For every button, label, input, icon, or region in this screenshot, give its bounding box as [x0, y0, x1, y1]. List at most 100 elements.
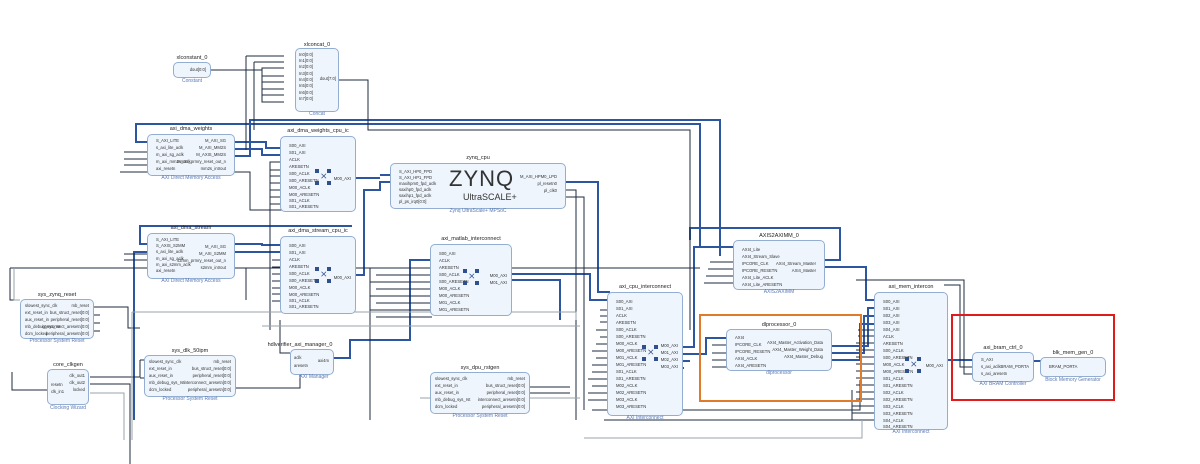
pin-s00-axi[interactable]: S00_AXI — [289, 243, 306, 248]
pin-aclk[interactable]: aclk — [294, 355, 302, 360]
pin-s00-aclk[interactable]: S00_ACLK — [289, 271, 310, 276]
pin-aclk[interactable]: ACLK — [289, 257, 300, 262]
pin-mb-debug-sys-rst[interactable]: mb_debug_sys_rst — [149, 380, 185, 385]
pin-axi4-lite[interactable]: AXI4_Lite — [742, 247, 761, 252]
pin-in1[interactable]: In1[0:0] — [299, 58, 313, 63]
pin-s01-axi[interactable]: S01_AXI — [289, 150, 306, 155]
pin-m01-aresetn[interactable]: M01_ARESETN — [439, 307, 470, 312]
block-blk-mem-gen[interactable]: blk_mem_gen_0 BRAM_PORTA Block Memory Ge… — [1040, 350, 1106, 386]
pin-s03-aresetn[interactable]: S03_ARESETN — [883, 411, 913, 416]
pin-s00-aresetn[interactable]: S00_ARESETN — [289, 178, 319, 183]
pin-s01-axi[interactable]: S01_AXI — [616, 306, 633, 311]
pin-axi-resetn[interactable]: axi_resetn — [156, 166, 176, 171]
pin-s-axi-lite-aclk[interactable]: s_axi_lite_aclk — [156, 145, 184, 150]
pin-s02-aresetn[interactable]: S02_ARESETN — [883, 397, 913, 402]
block-clocking-wizard[interactable]: core_clkgen resetn clk_in1 clk_out1 clk_… — [47, 362, 89, 412]
pin-in2[interactable]: In2[0:0] — [299, 64, 313, 69]
pin-aresetn[interactable]: ARESETN — [883, 341, 903, 346]
pin-mb-reset[interactable]: mb_reset — [213, 359, 231, 364]
pin-axi4-aresetn[interactable]: AXI4_ARESETN — [735, 363, 767, 368]
pin-slowest-sync-clk[interactable]: slowest_sync_clk — [25, 303, 58, 308]
pin-s2mm-prmry-reset[interactable]: s2mm_prmry_reset_out_n — [177, 258, 226, 263]
pin-mb-debug-sys-rst[interactable]: mb_debug_sys_rst — [435, 397, 471, 402]
pin-clk-out1[interactable]: clk_out1 — [69, 373, 85, 378]
pin-bus-struct-reset[interactable]: bus_struct_reset[0:0] — [191, 366, 231, 371]
pin-m03-aresetn[interactable]: M03_ARESETN — [616, 404, 647, 409]
pin-peripheral-reset[interactable]: peripheral_reset[0:0] — [50, 317, 89, 322]
pin-peripheral-aresetn[interactable]: peripheral_aresetn[0:0] — [187, 387, 231, 392]
pin-s01-axi[interactable]: S01_AXI — [883, 306, 900, 311]
pin-s00-aresetn[interactable]: S00_ARESETN — [883, 355, 913, 360]
pin-s00-axi[interactable]: S00_AXI — [883, 299, 900, 304]
pin-s01-aclk[interactable]: S01_ACLK — [289, 298, 310, 303]
pin-mm2s-prmry-reset[interactable]: mm2s_prmry_reset_out_n — [177, 159, 226, 164]
pin-m00-aclk[interactable]: M00_ACLK — [289, 185, 311, 190]
pin-m-axi-s2mm[interactable]: M_AXI_S2MM — [199, 251, 226, 256]
pin-m-axis-mm2s[interactable]: M_AXIS_MM2S — [196, 152, 226, 157]
pin-bus-struct-reset[interactable]: bus_struct_reset[0:0] — [49, 310, 89, 315]
pin-aresetn[interactable]: aresetn — [294, 363, 308, 368]
pin-axi4-master-debug[interactable]: AXI4_Master_Debug — [784, 354, 823, 359]
pin-peripheral-aresetn[interactable]: peripheral_aresetn[0:0] — [45, 331, 89, 336]
pin-dcm-locked[interactable]: dcm_locked — [435, 404, 458, 409]
block-ic-cpu[interactable]: axi_cpu_interconnect S00_AXI S01_AXI ACL… — [607, 284, 683, 424]
pin-bus-struct-reset[interactable]: bus_struct_reset[0:0] — [485, 383, 525, 388]
pin-s00-axi[interactable]: S00_AXI — [616, 299, 633, 304]
block-ic-weights[interactable]: axi_dma_weights_cpu_ic S00_AXI S01_AXI A… — [280, 128, 356, 218]
pin-aclk[interactable]: ACLK — [883, 334, 894, 339]
pin-m01-aclk[interactable]: M01_ACLK — [616, 355, 638, 360]
pin-s00-aclk[interactable]: S00_ACLK — [439, 272, 460, 277]
block-sys-reset[interactable]: sys_dlk_50ipm slowest_sync_clk ext_reset… — [144, 348, 236, 404]
pin-axi4-lite-aresetn[interactable]: AXI4_Lite_ARESETN — [742, 282, 783, 287]
pin-bram-porta[interactable]: BRAM_PORTA — [1049, 364, 1078, 369]
pin-clk-out2[interactable]: clk_out2 — [69, 380, 85, 385]
pin-s00-axi[interactable]: S00_AXI — [439, 251, 456, 256]
pin-s01-aresetn[interactable]: S01_ARESETN — [883, 383, 913, 388]
block-ic-matlab[interactable]: axi_matlab_interconnect S00_AXI ACLK ARE… — [430, 236, 512, 326]
pin-axi4m[interactable]: axi4m — [317, 358, 329, 363]
pin-axi4-lite-aclk[interactable]: AXI4_Lite_ACLK — [742, 275, 774, 280]
pin-axi4-aclk[interactable]: AXI4_ACLK — [735, 356, 758, 361]
pin-aclk[interactable]: ACLK — [439, 258, 450, 263]
pin-peripheral-reset[interactable]: peripheral_reset[0:0] — [192, 373, 231, 378]
pin-s00-aresetn[interactable]: S00_ARESETN — [439, 279, 469, 284]
pin-interconnect-aresetn[interactable]: interconnect_aresetn[0:0] — [41, 324, 89, 329]
pin-saxihp0-aclk[interactable]: saxihp0_fpd_aclk — [399, 187, 432, 192]
pin-saxihp1-aclk[interactable]: saxihp1_fpd_aclk — [399, 193, 432, 198]
pin-mb-reset[interactable]: mb_reset — [507, 376, 525, 381]
pin-m02-aclk[interactable]: M02_ACLK — [616, 383, 638, 388]
pin-axi4-stream-slave[interactable]: AXI4_Stream_Slave — [742, 254, 780, 259]
pin-pl-ps-irq0[interactable]: pl_ps_irq0[0:0] — [399, 199, 427, 204]
pin-m03-axi[interactable]: M03_AXI — [660, 364, 678, 369]
block-zynq[interactable]: zynq_cpu S_AXI_HP0_FPD S_AXI_HP1_FPD max… — [390, 155, 566, 217]
block-ic-stream[interactable]: axi_dma_stream_cpu_ic S00_AXI S01_AXI AC… — [280, 228, 356, 320]
pin-s01-aresetn[interactable]: S01_ARESETN — [289, 204, 319, 209]
pin-m-axi-mm2s-aclk[interactable]: m_axi_mm2s_aclk — [156, 159, 191, 164]
pin-dcm-locked[interactable]: dcm_locked — [25, 331, 48, 336]
pin-s-axi[interactable]: S_AXI — [981, 357, 993, 362]
pin-s-axi-hp1-fpd[interactable]: S_AXI_HP1_FPD — [399, 175, 433, 180]
block-axi-bram-ctrl[interactable]: axi_bram_ctrl_0 S_AXI s_axi_aclk s_axi_a… — [972, 345, 1034, 389]
pin-dcm-locked[interactable]: dcm_locked — [149, 387, 172, 392]
pin-axi-resetn[interactable]: axi_resetn — [156, 268, 176, 273]
pin-m01-axi[interactable]: M01_AXI — [489, 280, 507, 285]
pin-s2mm-introut[interactable]: s2mm_introut — [200, 265, 226, 270]
pin-s01-aclk[interactable]: S01_ACLK — [289, 198, 310, 203]
pin-aclk[interactable]: ACLK — [289, 157, 300, 162]
pin-s01-aresetn[interactable]: S01_ARESETN — [616, 376, 646, 381]
pin-s02-aclk[interactable]: S02_ACLK — [883, 390, 904, 395]
pin-aresetn[interactable]: ARESETN — [616, 320, 636, 325]
pin-s-axis-s2mm[interactable]: S_AXIS_S2MM — [156, 243, 186, 248]
pin-s04-axi[interactable]: S04_AXI — [883, 327, 900, 332]
pin-m00-aresetn[interactable]: M00_ARESETN — [289, 192, 320, 197]
pin-axi4-master-activation-data[interactable]: AXI4_Master_Activation_Data — [767, 340, 823, 345]
pin-interconnect-aresetn[interactable]: interconnect_aresetn[0:0] — [183, 380, 231, 385]
pin-m00-aresetn[interactable]: M00_ARESETN — [616, 348, 647, 353]
pin-aresetn[interactable]: ARESETN — [289, 264, 309, 269]
pin-m02-axi[interactable]: M02_AXI — [660, 357, 678, 362]
pin-ext-reset-in[interactable]: ext_reset_in — [435, 383, 458, 388]
pin-s00-aclk[interactable]: S00_ACLK — [289, 171, 310, 176]
pin-dout[interactable]: dout[7:0] — [319, 76, 336, 81]
pin-in3[interactable]: In3[0:0] — [299, 71, 313, 76]
pin-m-axi-sg-aclk[interactable]: m_axi_sg_aclk — [156, 256, 184, 261]
